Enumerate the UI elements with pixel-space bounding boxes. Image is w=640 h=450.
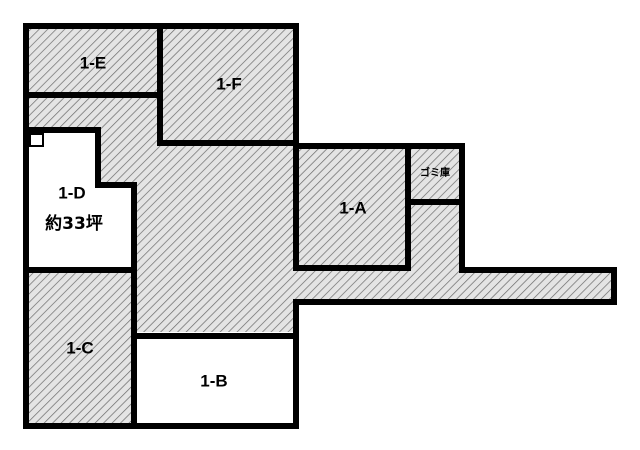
- unit-1-d-label: 1-D: [58, 183, 85, 202]
- unit-1-b[interactable]: [131, 333, 299, 429]
- trash-room[interactable]: [405, 143, 465, 205]
- unit-1-d-area: 約33坪: [45, 213, 103, 234]
- unit-1-f[interactable]: [157, 23, 299, 146]
- trash-room-label: ゴミ庫: [420, 166, 450, 179]
- unit-1-a-label: 1-A: [339, 198, 366, 217]
- fixture-square: [29, 133, 44, 147]
- unit-1-f-label: 1-F: [216, 74, 242, 93]
- unit-1-c-label: 1-C: [66, 338, 93, 357]
- unit-1-e-label: 1-E: [80, 53, 106, 72]
- unit-1-b-label: 1-B: [200, 371, 227, 390]
- unit-1-a[interactable]: [293, 143, 411, 271]
- common-corridor: [26, 26, 614, 426]
